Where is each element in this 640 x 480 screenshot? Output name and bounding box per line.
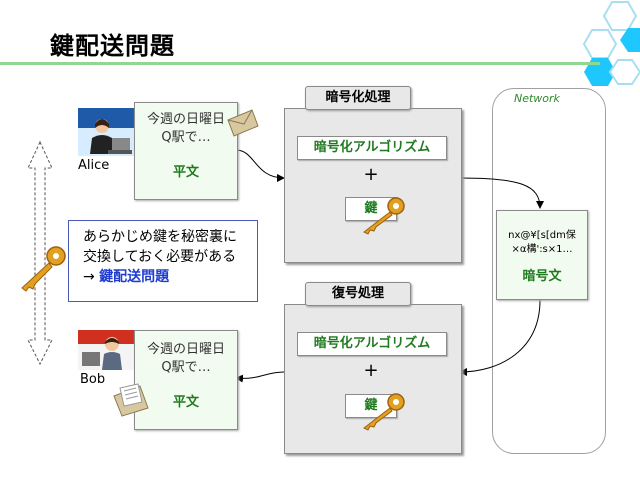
bob-note-line1: 今週の日曜日: [146, 342, 225, 357]
explanation-arrow: →: [83, 269, 95, 285]
ciphertext-line2: ×α構':s×1…: [511, 244, 573, 255]
alice-name: Alice: [78, 158, 110, 173]
decryption-algorithm: 暗号化アルゴリズム: [297, 332, 447, 356]
encryption-title: 暗号化処理: [305, 86, 411, 110]
explanation-emphasis: 鍵配送問題: [99, 269, 170, 285]
alice-note-label: 平文: [172, 165, 199, 180]
explanation-line2: 交換しておく必要がある: [83, 249, 237, 265]
title-underline: [0, 62, 600, 65]
explanation-line1: あらかじめ鍵を秘密裏に: [83, 229, 237, 245]
opened-letter-icon: [113, 383, 149, 417]
page-title: 鍵配送問題: [50, 32, 175, 60]
bob-plaintext-note: 今週の日曜日 Q駅で… 平文: [134, 330, 238, 430]
alice-plaintext-note: 今週の日曜日 Q駅で… 平文: [134, 102, 238, 200]
bob-name: Bob: [80, 372, 106, 387]
bob-note-label: 平文: [172, 395, 199, 410]
key-distribution-explanation: あらかじめ鍵を秘密裏に 交換しておく必要がある → 鍵配送問題: [68, 220, 258, 302]
alice-avatar: [78, 108, 134, 156]
bob-note-line2: Q駅で…: [161, 360, 211, 375]
ciphertext-line1: nx@¥[s[dm保: [508, 230, 576, 241]
encryption-algorithm: 暗号化アルゴリズム: [297, 136, 447, 160]
decryption-plus: +: [363, 360, 379, 381]
bob-avatar: [78, 330, 134, 370]
decryption-panel: [284, 304, 462, 454]
encryption-plus: +: [363, 164, 379, 185]
decryption-title: 復号処理: [305, 282, 411, 306]
exchange-key-icon: [21, 246, 66, 292]
alice-note-line2: Q駅で…: [161, 130, 211, 145]
ciphertext-label: 暗号文: [522, 269, 562, 284]
hexagon-decoration: [582, 1, 640, 86]
alice-note-line1: 今週の日曜日: [146, 112, 225, 127]
ciphertext-note: nx@¥[s[dm保 ×α構':s×1… 暗号文: [496, 210, 588, 300]
key-icon: [363, 393, 405, 431]
encryption-panel: [284, 108, 462, 263]
key-icon: [363, 197, 405, 235]
network-label: Network: [514, 92, 560, 105]
envelope-icon: [227, 109, 259, 137]
